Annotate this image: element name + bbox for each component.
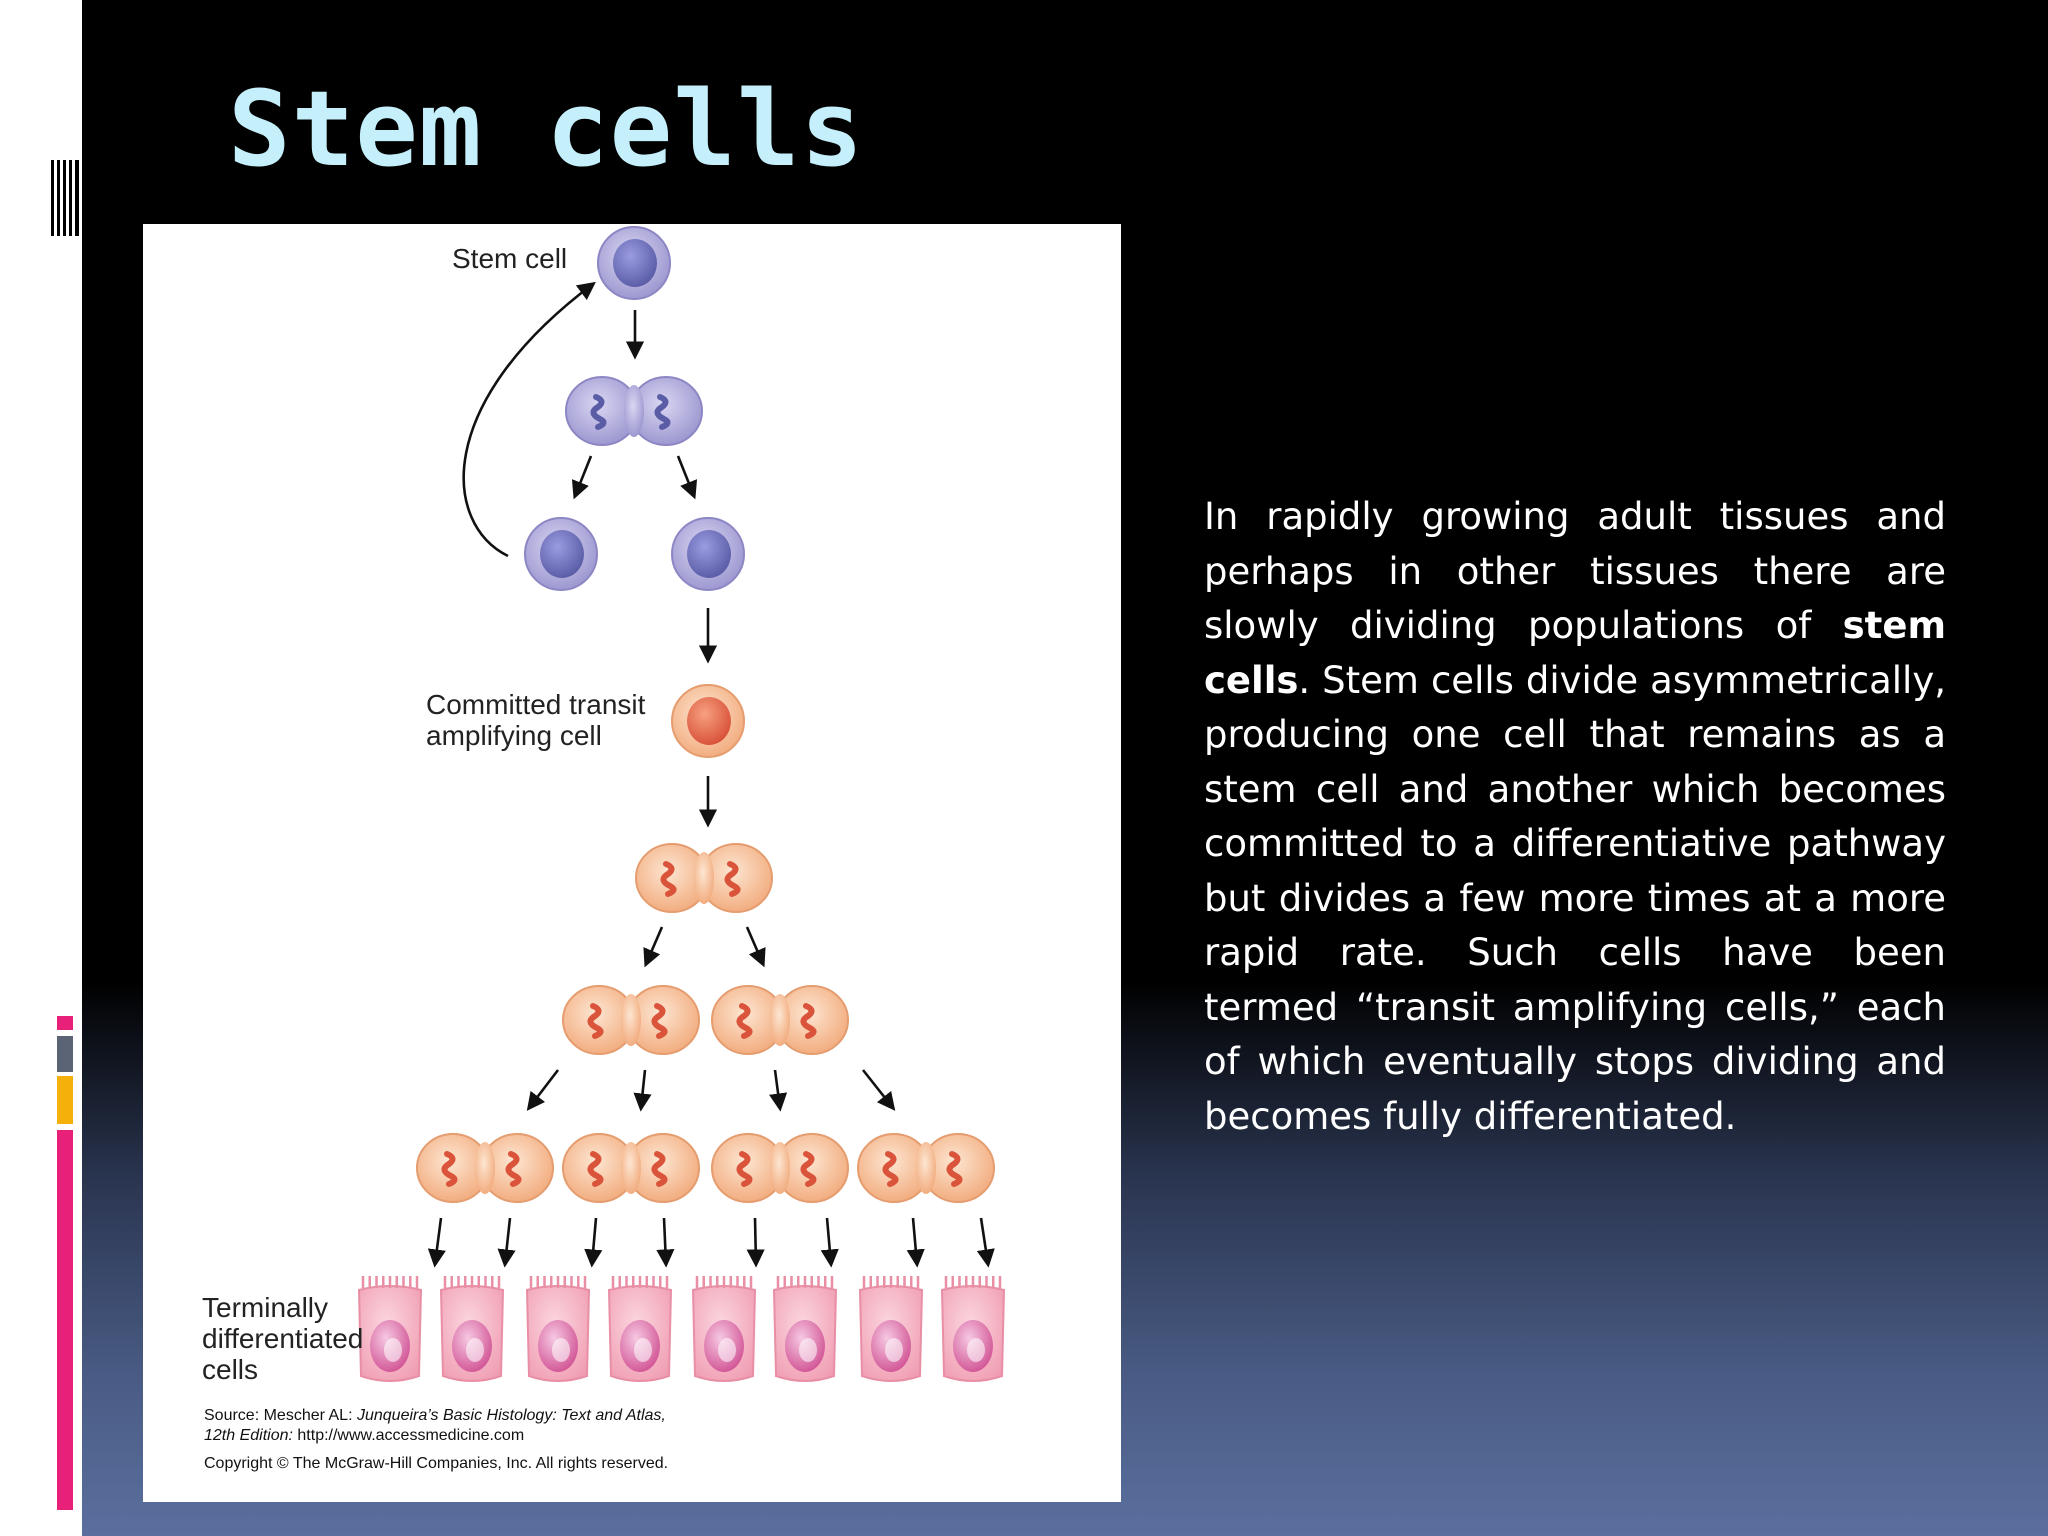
terminal-cell-1: [357, 1276, 423, 1382]
accent-bar-pink-small: [57, 1016, 73, 1030]
arrow-t3-1: [427, 1217, 446, 1268]
source-line2: 12th Edition: http://www.accessmedicine.…: [204, 1427, 524, 1444]
transit-dividing-2a: [562, 985, 700, 1055]
daughter-stem-cell-left: [524, 517, 598, 591]
source-line1: Source: Mescher AL: Junqueira’s Basic Hi…: [204, 1407, 666, 1424]
arrow-t3-2: [497, 1217, 516, 1268]
transit-dividing-1: [635, 843, 773, 913]
arrow-t3-3: [584, 1217, 603, 1268]
arrow-t2-1: [526, 1069, 560, 1111]
accent-bar-yellow: [57, 1076, 73, 1124]
label-terminal-line2: differentiated: [202, 1323, 363, 1354]
accent-bar-gray: [57, 1036, 73, 1072]
stem-cell: [597, 226, 671, 300]
label-committed-line2: amplifying cell: [426, 720, 602, 751]
arrow-t2-4: [861, 1069, 896, 1111]
stem-cell-diagram: Stem cell Committed transit amplifying c…: [143, 224, 1121, 1502]
terminal-cell-8: [940, 1276, 1006, 1382]
arrow-t2-2: [633, 1069, 652, 1112]
arrow-t3-7: [906, 1217, 925, 1268]
body-text-run: . Stem cells divide asymmetrically, prod…: [1204, 658, 1946, 1138]
source-copyright: Copyright © The McGraw-Hill Companies, I…: [204, 1455, 668, 1472]
terminal-cell-2: [439, 1276, 505, 1382]
body-text-bold: stem cells: [1204, 604, 1946, 702]
accent-bar-pink: [57, 1130, 73, 1510]
transit-dividing-3-2: [562, 1133, 700, 1203]
terminal-cell-4: [607, 1276, 673, 1382]
arrow-t3-8: [976, 1217, 995, 1268]
arrow-t3-4: [656, 1217, 675, 1268]
arrow-t2-3: [769, 1069, 788, 1112]
terminal-cell-3: [525, 1276, 591, 1382]
body-text-run: In rapidly growing adult tissues and per…: [1204, 495, 1946, 647]
transit-dividing-2b: [711, 985, 849, 1055]
transit-dividing-3-3: [711, 1133, 849, 1203]
daughter-stem-cell-right: [671, 517, 745, 591]
stem-cell-dividing: [565, 376, 703, 446]
self-renewal-arrow: [462, 281, 596, 558]
body-paragraph: In rapidly growing adult tissues and per…: [1204, 490, 1946, 1144]
decor-lines: [49, 160, 82, 236]
arrow-t1-right: [745, 926, 766, 968]
arrow-div-right: [676, 455, 698, 500]
committed-transit-cell: [671, 684, 745, 758]
arrow-t3-6: [820, 1217, 839, 1268]
transit-dividing-3-1: [416, 1133, 554, 1203]
label-terminal-line3: cells: [202, 1354, 258, 1385]
label-stem-cell: Stem cell: [452, 243, 567, 274]
arrow-div-left: [571, 455, 593, 500]
label-terminal-line1: Terminally: [202, 1292, 328, 1323]
arrow-t3-5: [746, 1217, 765, 1268]
terminal-cell-5: [691, 1276, 757, 1382]
terminal-cell-6: [772, 1276, 838, 1382]
arrow-t1-left: [643, 926, 664, 968]
terminal-cell-7: [858, 1276, 924, 1382]
label-committed-line1: Committed transit: [426, 689, 646, 720]
transit-dividing-3-4: [857, 1133, 995, 1203]
slide-title: Stem cells: [228, 68, 865, 190]
